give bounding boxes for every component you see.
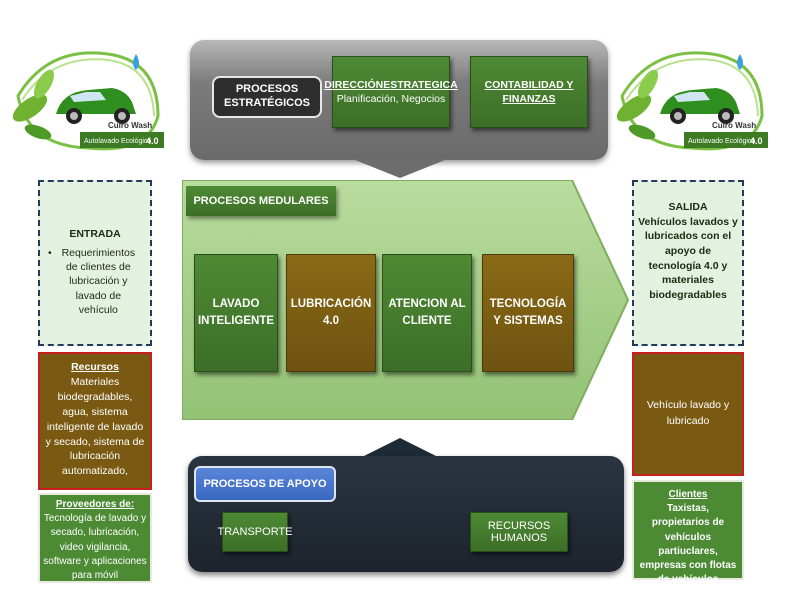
recursos-humanos-box: RECURSOS HUMANOS	[470, 512, 568, 552]
core-item-atencion: ATENCION AL CLIENTE	[382, 254, 472, 372]
recursos-title: Recursos	[71, 361, 119, 373]
logo-right-tagline: Autolavado Ecológico	[688, 138, 755, 145]
entrada-box: ENTRADA • Requerimientos de clientes de …	[38, 180, 152, 346]
proveedores-text: Tecnología de lavado y secado, lubricaci…	[43, 513, 147, 581]
core-item-lubricacion: LUBRICACIÓN 4.0	[286, 254, 376, 372]
logo-left-graphic: Cuiro Wash Autolavado Ecológico 4.0	[12, 51, 164, 151]
clientes-title: Clientes	[668, 489, 708, 500]
proveedores-title: Proveedores de:	[55, 499, 135, 510]
logo-right-version: 4.0	[750, 136, 763, 146]
salida-text: Vehículos lavados y lubricados con el ap…	[638, 215, 738, 302]
bullet-icon: •	[48, 247, 52, 259]
core-item-tecnologia: TECNOLOGÍA Y SISTEMAS	[482, 254, 574, 372]
direccion-subtitle: Planificación, Negocios	[336, 93, 446, 105]
entrada-text: Requerimientos de clientes de lubricació…	[61, 247, 136, 316]
logo-right: Cuiro Wash Autolavado Ecológico 4.0	[612, 36, 772, 156]
recursos-box: Recursos Materiales biodegradables, agua…	[38, 352, 152, 490]
clientes-text: Taxistas, propietarios de vehículos part…	[639, 503, 737, 586]
salida-title: SALIDA	[668, 201, 708, 213]
transporte-box: TRANSPORTE	[218, 512, 293, 552]
logo-left: Cuiro Wash Autolavado Ecológico 4.0	[8, 36, 168, 156]
salida-box: SALIDA Vehículos lavados y lubricados co…	[632, 180, 744, 346]
entrada-title: ENTRADA	[69, 228, 121, 240]
logo-left-brand: Cuiro Wash	[108, 121, 152, 130]
contabilidad-finanzas-box: CONTABILIDAD Y FINANZAS	[470, 56, 588, 128]
recursos-text: Materiales biodegradables, agua, sistema…	[45, 375, 145, 478]
proveedores-box: Proveedores de: Tecnología de lavado y s…	[38, 493, 152, 583]
entrada-list-item: • Requerimientos de clientes de lubricac…	[48, 246, 142, 317]
logo-right-graphic: Cuiro Wash Autolavado Ecológico 4.0	[616, 51, 768, 151]
direccion-title: DIRECCIÓNESTRATEGICA	[324, 79, 458, 91]
logo-right-brand: Cuiro Wash	[712, 121, 756, 130]
direccion-estrategica-box: DIRECCIÓNESTRATEGICA Planificación, Nego…	[324, 56, 458, 128]
logo-left-version: 4.0	[146, 136, 159, 146]
vehiculo-lavado-box: Vehículo lavado y lubricado	[632, 352, 744, 476]
core-processes-label: PROCESOS MEDULARES	[186, 186, 336, 216]
up-arrow-icon	[360, 438, 440, 458]
support-processes-label: PROCESOS DE APOYO	[194, 466, 336, 502]
logo-left-tagline: Autolavado Ecológico	[84, 138, 151, 145]
clientes-box: Clientes Taxistas, propietarios de vehíc…	[632, 480, 744, 585]
down-arrow-icon	[350, 158, 450, 178]
core-item-lavado: LAVADO INTELIGENTE	[194, 254, 278, 372]
strategic-processes-label: PROCESOS ESTRATÉGICOS	[212, 76, 322, 118]
